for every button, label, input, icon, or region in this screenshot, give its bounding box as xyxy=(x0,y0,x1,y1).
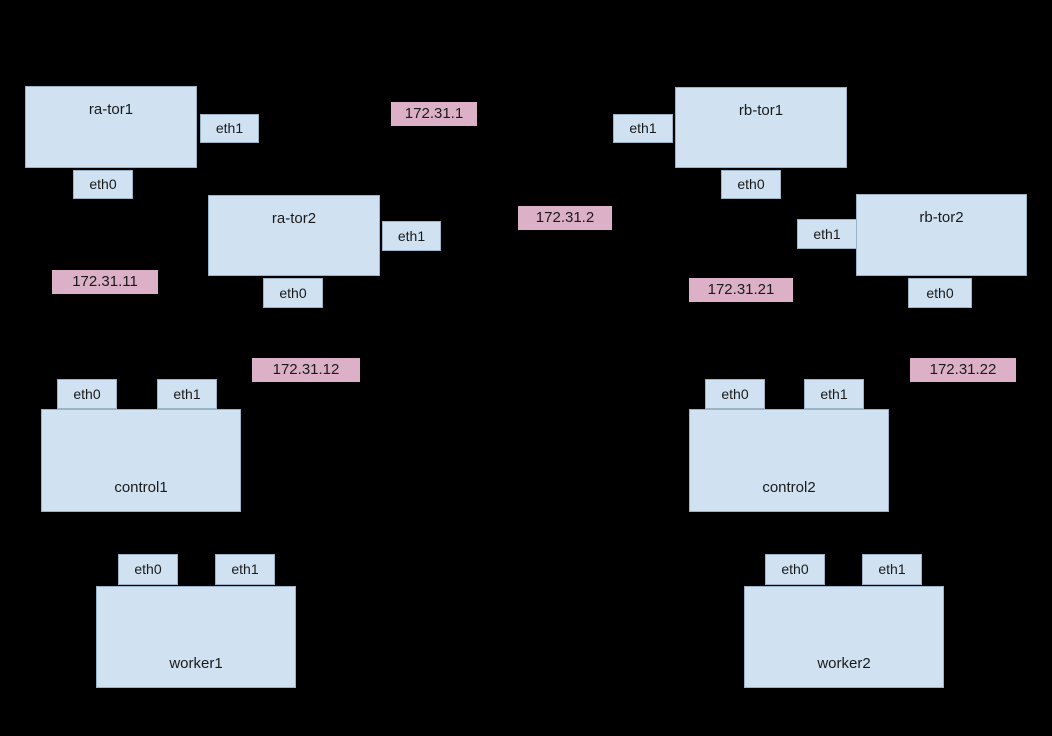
port-label: eth1 xyxy=(820,385,848,402)
node-control2[interactable]: control2 xyxy=(689,409,889,512)
port-label: eth1 xyxy=(173,385,201,402)
port-ra-tor1-eth0[interactable]: eth0 xyxy=(73,170,133,199)
node-label: ra-tor1 xyxy=(88,101,134,118)
port-worker1-eth1[interactable]: eth1 xyxy=(215,554,275,585)
node-rb-tor2[interactable]: rb-tor2 xyxy=(856,194,1027,276)
port-label: eth0 xyxy=(279,284,307,301)
node-worker1[interactable]: worker1 xyxy=(96,586,296,688)
node-label: worker1 xyxy=(169,655,223,672)
node-worker2[interactable]: worker2 xyxy=(744,586,944,688)
port-worker2-eth0[interactable]: eth0 xyxy=(765,554,825,585)
port-label: eth1 xyxy=(397,227,426,244)
port-control2-eth0[interactable]: eth0 xyxy=(705,379,765,409)
ip-label-ip-172-31-22: 172.31.22 xyxy=(910,358,1016,382)
ip-label-ip-172-31-2: 172.31.2 xyxy=(518,206,612,230)
port-label: eth1 xyxy=(231,561,259,578)
ip-label-text: 172.31.2 xyxy=(535,209,595,226)
node-label: control1 xyxy=(114,479,168,496)
port-rb-tor1-eth1[interactable]: eth1 xyxy=(613,114,673,143)
ip-label-ip-172-31-21: 172.31.21 xyxy=(689,278,793,302)
port-label: eth1 xyxy=(629,120,657,137)
port-label: eth0 xyxy=(89,176,117,193)
port-label: eth0 xyxy=(73,385,101,402)
port-ra-tor1-eth1[interactable]: eth1 xyxy=(200,114,259,143)
port-label: eth1 xyxy=(813,225,841,242)
node-label: rb-tor2 xyxy=(919,209,964,226)
port-label: eth0 xyxy=(737,176,765,193)
port-label: eth0 xyxy=(926,284,954,301)
node-label: control2 xyxy=(762,479,816,496)
node-ra-tor1[interactable]: ra-tor1 xyxy=(25,86,197,168)
ip-label-ip-172-31-11: 172.31.11 xyxy=(52,270,158,294)
ip-label-ip-172-31-1: 172.31.1 xyxy=(391,102,477,126)
node-label: worker2 xyxy=(817,655,871,672)
ip-label-text: 172.31.21 xyxy=(707,281,775,298)
ip-label-text: 172.31.12 xyxy=(272,361,340,378)
ip-label-text: 172.31.11 xyxy=(72,273,138,290)
port-label: eth1 xyxy=(878,561,906,578)
port-control2-eth1[interactable]: eth1 xyxy=(804,379,864,409)
port-control1-eth1[interactable]: eth1 xyxy=(157,379,217,409)
port-ra-tor2-eth0[interactable]: eth0 xyxy=(263,278,323,308)
node-control1[interactable]: control1 xyxy=(41,409,241,512)
port-label: eth0 xyxy=(781,561,809,578)
port-label: eth1 xyxy=(215,120,244,137)
port-label: eth0 xyxy=(134,561,162,578)
ip-label-text: 172.31.1 xyxy=(404,105,464,122)
node-label: ra-tor2 xyxy=(271,210,317,227)
port-rb-tor2-eth1[interactable]: eth1 xyxy=(797,219,857,249)
node-rb-tor1[interactable]: rb-tor1 xyxy=(675,87,847,168)
port-label: eth0 xyxy=(721,385,749,402)
port-rb-tor1-eth0[interactable]: eth0 xyxy=(721,170,781,199)
node-label: rb-tor1 xyxy=(738,102,784,119)
ip-label-text: 172.31.22 xyxy=(929,361,997,378)
port-control1-eth0[interactable]: eth0 xyxy=(57,379,117,409)
node-ra-tor2[interactable]: ra-tor2 xyxy=(208,195,380,276)
port-worker1-eth0[interactable]: eth0 xyxy=(118,554,178,585)
port-ra-tor2-eth1[interactable]: eth1 xyxy=(382,221,441,251)
port-worker2-eth1[interactable]: eth1 xyxy=(862,554,922,585)
port-rb-tor2-eth0[interactable]: eth0 xyxy=(908,278,972,308)
ip-label-ip-172-31-12: 172.31.12 xyxy=(252,358,360,382)
